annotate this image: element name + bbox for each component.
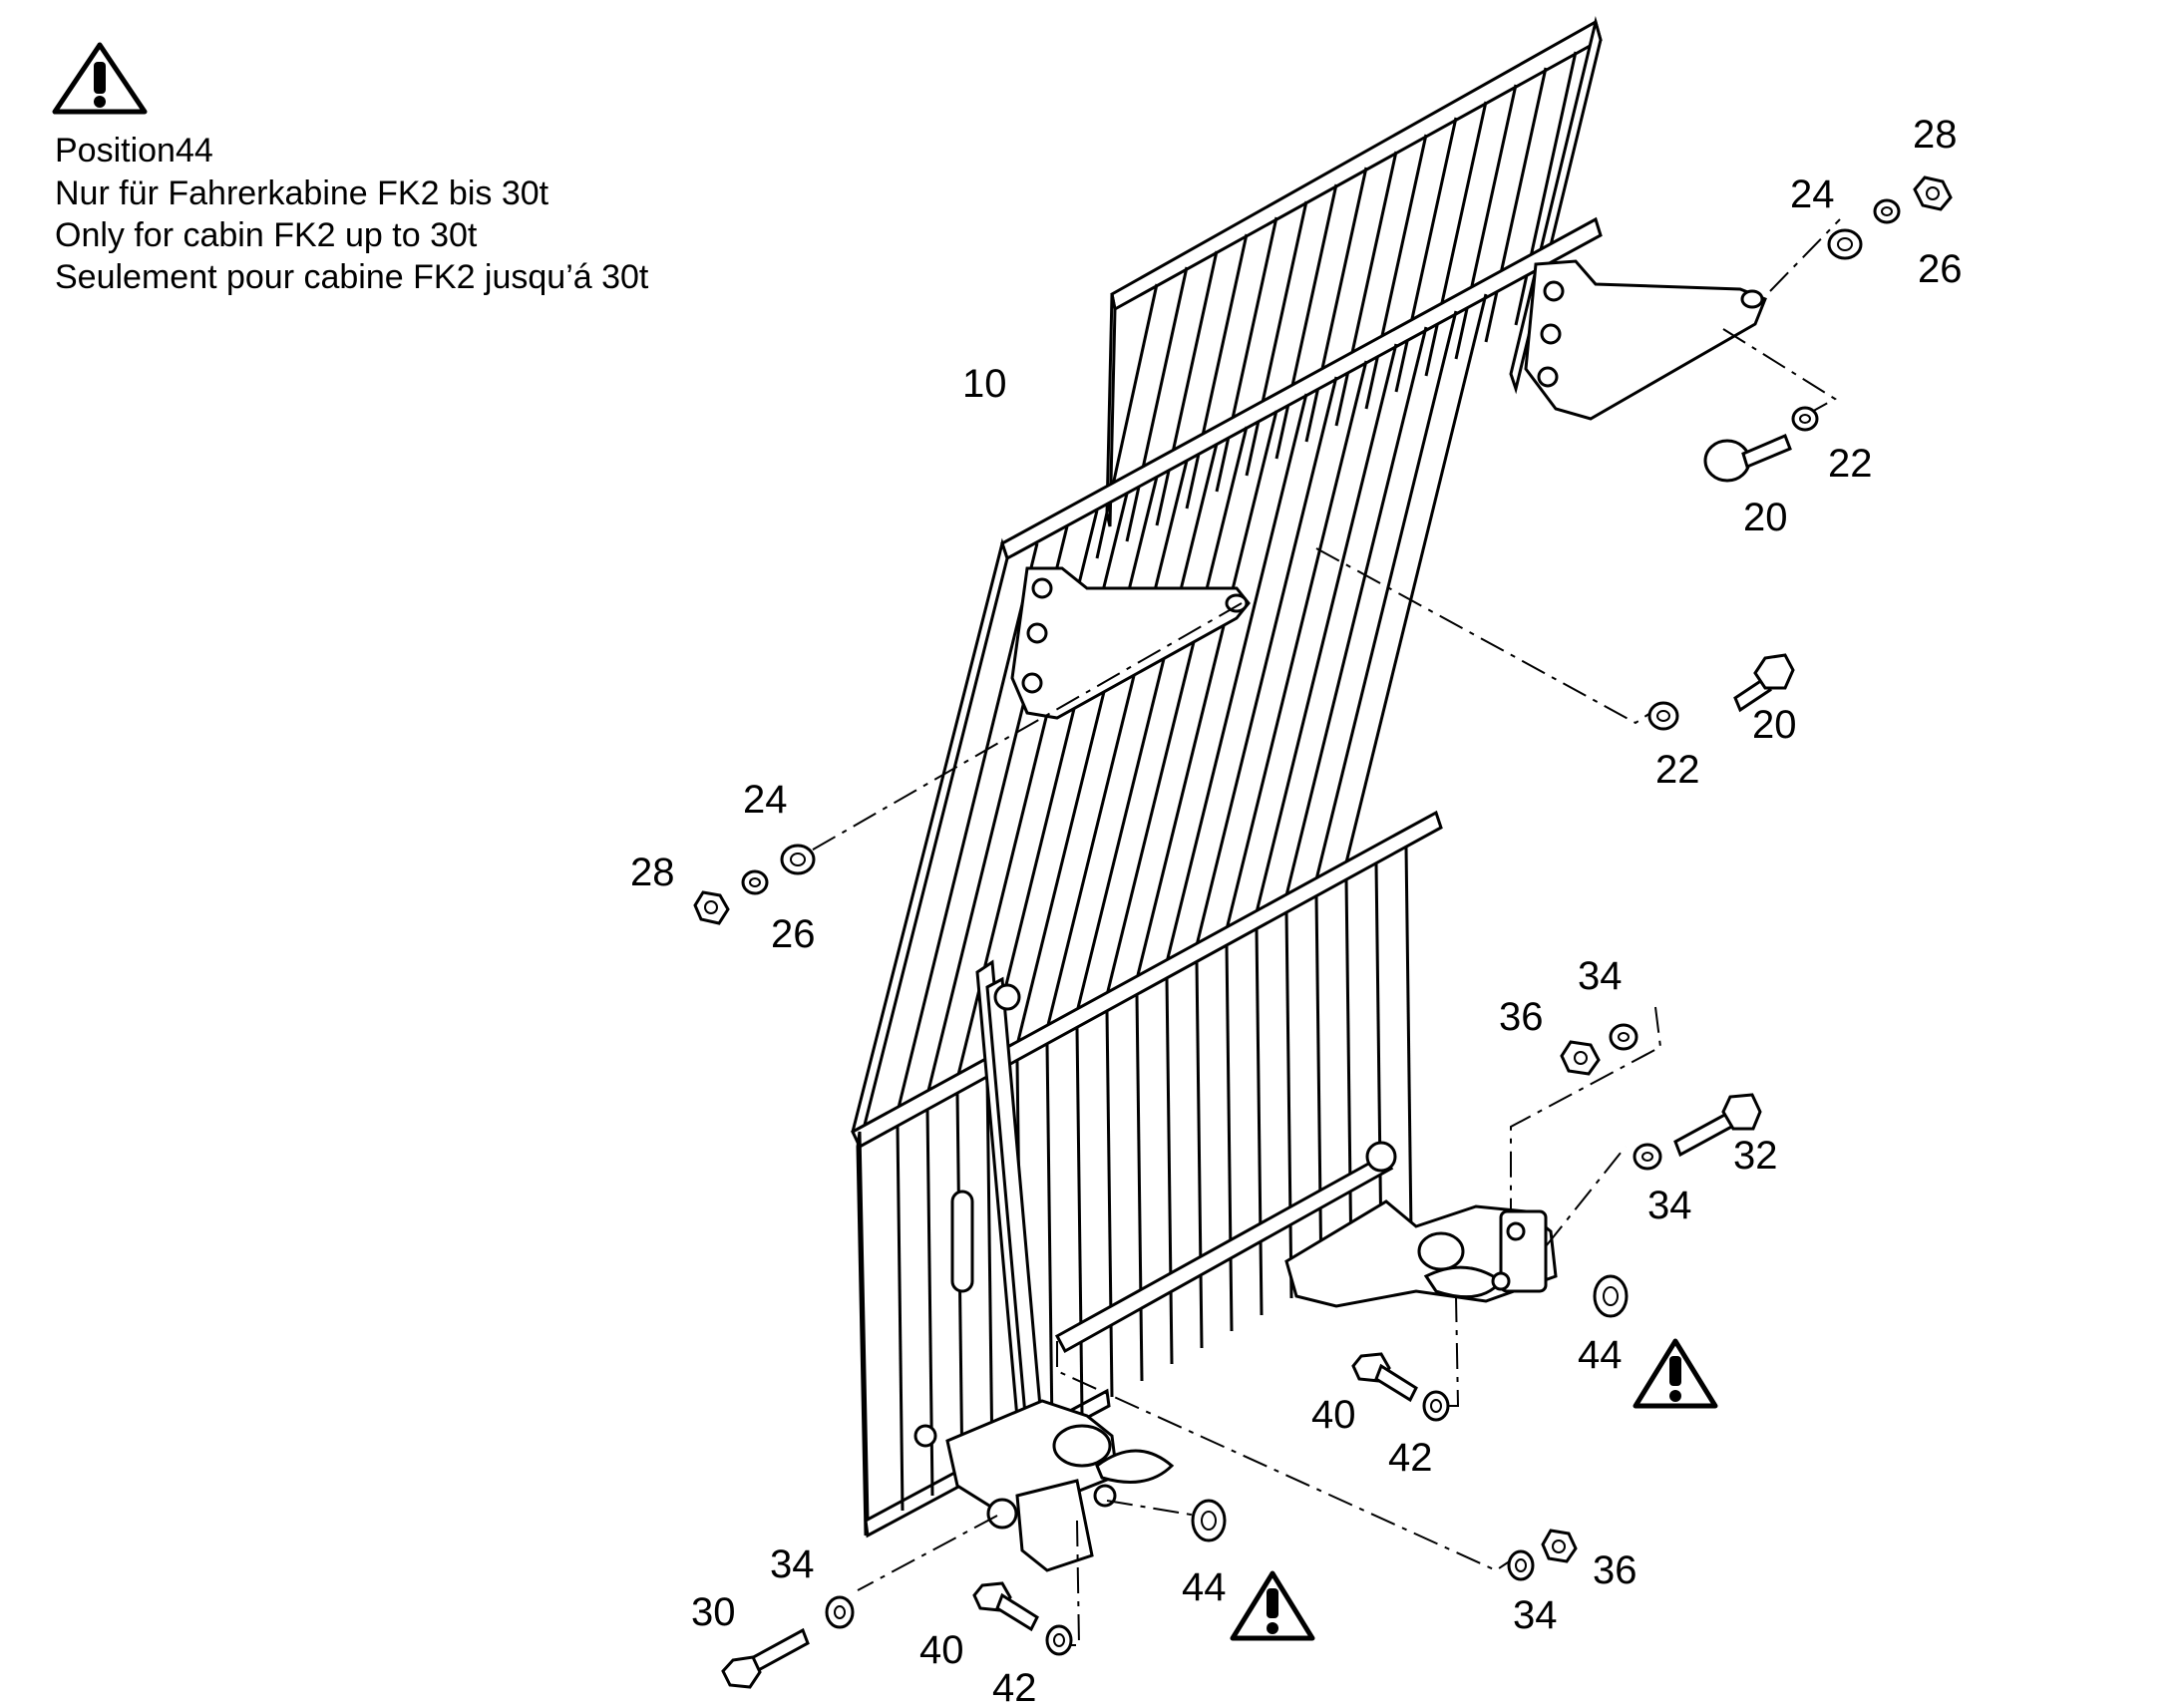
assembly-lines [807,218,1841,1646]
nut-28-top [1913,175,1953,211]
washer-34-upper [1609,1023,1638,1051]
callout-32: 32 [1733,1134,1778,1178]
washer-22-top [1791,406,1819,432]
callout-28: 28 [1913,113,1958,157]
washer-42-bottom [1045,1624,1073,1656]
washer-44-left [1191,1499,1227,1542]
callout-10: 10 [962,362,1007,406]
bolt-20-top [1703,434,1792,483]
callout-36: 36 [1499,995,1544,1039]
warning-triangle-icon [1230,1570,1315,1641]
washer-34-lower [1507,1549,1535,1581]
washer-42-mid [1422,1390,1450,1422]
washer-22-mid [1647,701,1679,731]
note-position: Position44 [55,132,213,170]
grille-panel [851,16,1603,1538]
callout-42: 42 [992,1666,1037,1708]
note-german: Nur für Fahrerkabine FK2 bis 30t [55,174,549,212]
callout-20: 20 [1743,496,1788,539]
callout-40: 40 [1311,1393,1356,1437]
callout-34: 34 [770,1542,815,1586]
flanged-bushing-24-left [780,844,816,875]
callout-labels: 10 28 24 26 22 20 20 22 24 28 26 34 36 3… [630,113,1963,1708]
warning-triangle-icon [1633,1338,1718,1409]
callout-22: 22 [1828,442,1873,486]
bolt-20-mid [1733,653,1795,713]
callout-28: 28 [630,851,675,894]
callout-24: 24 [1790,172,1835,216]
callout-26: 26 [1918,247,1963,291]
flanged-bushing-24-top [1827,228,1863,260]
callout-34: 34 [1513,1593,1558,1637]
cross-shaft [1054,1141,1397,1354]
callout-26: 26 [771,912,816,956]
callout-24: 24 [743,778,788,822]
left-latch-assembly [913,1399,1175,1572]
right-latch-assembly [1284,1199,1558,1308]
callout-30: 30 [691,1590,736,1634]
washer-34-bottom [825,1595,855,1629]
bolt-32 [1673,1093,1762,1158]
washer-44-right [1593,1274,1629,1318]
left-bracket [1010,566,1251,720]
washer-26-top [1873,198,1901,224]
callout-44: 44 [1578,1333,1623,1377]
bolt-40-mid [1351,1352,1418,1403]
callout-34: 34 [1578,954,1623,998]
note-english: Only for cabin FK2 up to 30t [55,216,478,254]
callout-44: 44 [1182,1565,1227,1609]
washer-34-mid [1633,1143,1662,1171]
bolt-30 [721,1627,810,1689]
upper-right-bracket [1524,259,1767,421]
hardware [693,175,1953,1689]
washer-26-left [741,869,769,895]
callout-34: 34 [1647,1184,1692,1227]
nut-36-lower [1541,1529,1578,1563]
callout-36: 36 [1593,1548,1637,1592]
note-french: Seulement pour cabine FK2 jusqu’á 30t [55,258,649,296]
callout-20: 20 [1752,703,1797,747]
nut-28-left [693,890,730,925]
callout-42: 42 [1388,1436,1433,1480]
callout-40: 40 [919,1628,964,1672]
warning-triangle-icon [52,42,148,115]
nut-36-upper [1560,1040,1601,1076]
bolt-40-bottom [972,1581,1039,1632]
callout-22: 22 [1655,748,1700,792]
